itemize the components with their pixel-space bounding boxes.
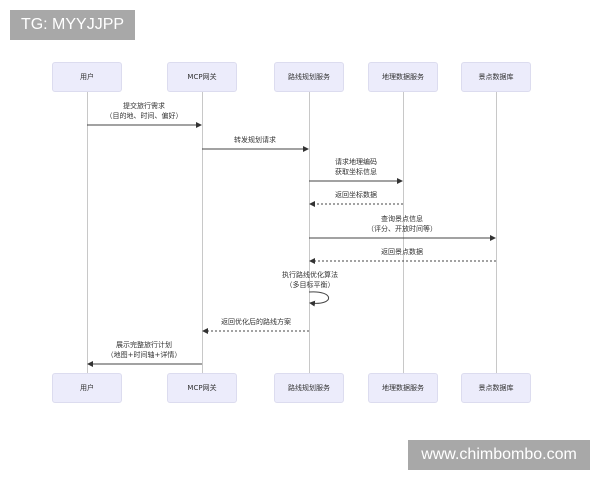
- message-label-submit-request: 提交旅行需求 （目的地、时间、偏好）: [106, 101, 183, 121]
- message-label-return-coords: 返回坐标数据: [335, 190, 377, 200]
- label-line: （评分、开放时间等）: [367, 225, 437, 233]
- participant-poi-bottom: 景点数据库: [461, 373, 531, 403]
- label-line: 返回坐标数据: [335, 191, 377, 199]
- message-label-return-poi: 返回景点数据: [381, 247, 423, 257]
- lifeline-route: [309, 92, 310, 373]
- label-line: 获取坐标信息: [335, 168, 377, 176]
- participant-geo-top: 地理数据服务: [368, 62, 438, 92]
- message-label-query-poi: 查询景点信息 （评分、开放时间等）: [367, 214, 437, 234]
- lifeline-geo: [403, 92, 404, 373]
- arrow-self-optimize: [308, 291, 329, 307]
- watermark-bottom-right: www.chimbombo.com: [408, 440, 590, 470]
- label-line: （多目标平衡）: [285, 281, 335, 289]
- lifeline-poi: [496, 92, 497, 373]
- lifeline-gateway: [202, 92, 203, 373]
- label-line: 请求地理编码: [335, 158, 377, 166]
- participant-user-top: 用户: [52, 62, 122, 92]
- label-line: （地图+时间轴+详情）: [106, 351, 182, 359]
- label-line: 查询景点信息: [381, 215, 423, 223]
- participant-gateway-top: MCP网关: [167, 62, 237, 92]
- participant-geo-bottom: 地理数据服务: [368, 373, 438, 403]
- participant-gateway-bottom: MCP网关: [167, 373, 237, 403]
- label-line: 执行路线优化算法: [282, 271, 338, 279]
- message-label-show-plan: 展示完整旅行计划 （地图+时间轴+详情）: [107, 340, 182, 360]
- message-label-self-optimize: 执行路线优化算法 （多目标平衡）: [282, 270, 338, 290]
- label-line: 展示完整旅行计划: [115, 341, 172, 349]
- participant-user-bottom: 用户: [52, 373, 122, 403]
- label-line: 转发规划请求: [234, 136, 276, 144]
- watermark-top-left: TG: MYYJJPP: [10, 10, 135, 40]
- participant-route-top: 路线规划服务: [274, 62, 344, 92]
- label-line: 提交旅行需求: [123, 102, 165, 110]
- participant-route-bottom: 路线规划服务: [274, 373, 344, 403]
- message-label-geocode-request: 请求地理编码 获取坐标信息: [335, 157, 377, 177]
- participant-poi-top: 景点数据库: [461, 62, 531, 92]
- message-label-forward-request: 转发规划请求: [234, 135, 276, 145]
- label-line: （目的地、时间、偏好）: [105, 112, 183, 120]
- message-label-return-route: 返回优化后的路线方案: [221, 317, 291, 327]
- label-line: 返回优化后的路线方案: [221, 318, 291, 326]
- label-line: 返回景点数据: [381, 248, 423, 256]
- lifeline-user: [87, 92, 88, 373]
